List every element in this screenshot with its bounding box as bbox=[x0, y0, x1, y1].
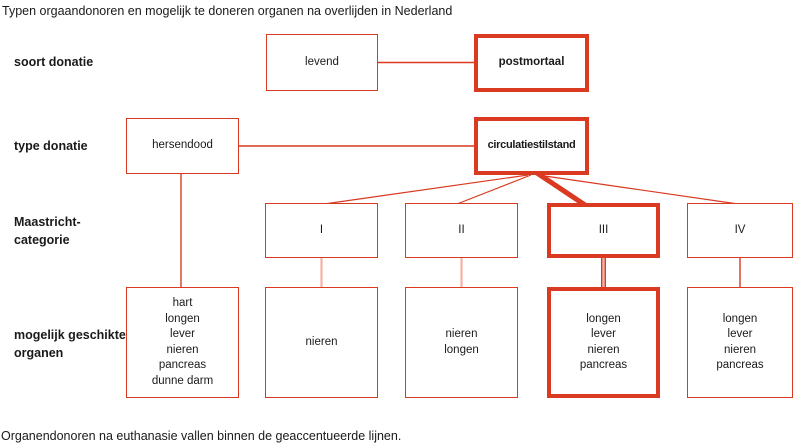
organ-list: longen lever nieren pancreas bbox=[716, 312, 763, 374]
node-category-i: I bbox=[265, 203, 378, 258]
node-organs-category-iii: longen lever nieren pancreas bbox=[547, 287, 660, 398]
organ-line: lever bbox=[170, 328, 195, 340]
node-organs-hersendood: hart longen lever nieren pancreas dunne … bbox=[126, 287, 239, 398]
node-label: circulatiestilstand bbox=[487, 139, 576, 152]
row-label-line: mogelijk geschikte bbox=[14, 328, 126, 342]
page-title: Typen orgaandonoren en mogelijk te doner… bbox=[2, 4, 453, 18]
connector-fan-to-cat-iv bbox=[537, 174, 739, 205]
organ-list: hart longen lever nieren pancreas dunne … bbox=[152, 296, 213, 389]
connector-fan-to-cat-i bbox=[323, 174, 529, 205]
organ-line: hart bbox=[172, 297, 193, 309]
organ-line: nieren bbox=[724, 343, 756, 356]
node-postmortaal: postmortaal bbox=[474, 34, 589, 92]
row-label-soort-donatie: soort donatie bbox=[14, 54, 93, 72]
organ-list: nieren bbox=[306, 335, 338, 351]
node-levend: levend bbox=[266, 34, 378, 91]
node-organs-category-i: nieren bbox=[265, 287, 378, 398]
node-category-iii: III bbox=[547, 203, 660, 258]
organ-line: longen bbox=[722, 312, 758, 325]
node-label: levend bbox=[305, 55, 339, 68]
node-hersendood: hersendood bbox=[126, 118, 239, 174]
organ-line: pancreas bbox=[579, 359, 628, 371]
row-label-line: type donatie bbox=[14, 139, 88, 153]
diagram-footnote: Organendonoren na euthanasie vallen binn… bbox=[1, 429, 402, 443]
organ-line: nieren bbox=[305, 335, 338, 348]
connector-fan-to-cat-iii bbox=[535, 170, 587, 208]
node-label: I bbox=[319, 223, 324, 236]
node-label: IV bbox=[734, 223, 746, 236]
organ-line: nieren bbox=[587, 343, 620, 356]
node-circulatiestilstand: circulatiestilstand bbox=[474, 117, 589, 175]
organ-line: dunne darm bbox=[151, 374, 214, 387]
organ-line: lever bbox=[727, 328, 753, 340]
row-label-line: soort donatie bbox=[14, 55, 94, 69]
node-label: hersendood bbox=[152, 139, 213, 152]
organ-list: nieren longen bbox=[444, 327, 479, 358]
organ-line: lever bbox=[591, 328, 616, 340]
organ-line: pancreas bbox=[158, 359, 207, 371]
row-label-line: Maastricht- bbox=[14, 215, 81, 229]
organ-line: pancreas bbox=[716, 359, 764, 371]
node-category-iv: IV bbox=[687, 203, 793, 258]
node-organs-category-iv: longen lever nieren pancreas bbox=[687, 287, 793, 398]
organ-line: longen bbox=[586, 312, 621, 325]
node-label: postmortaal bbox=[498, 56, 565, 69]
row-label-maastricht-categorie: Maastricht- categorie bbox=[14, 214, 81, 249]
connector-fan-to-cat-ii bbox=[456, 174, 532, 205]
row-label-line: organen bbox=[14, 345, 64, 360]
organ-line: longen bbox=[444, 343, 479, 356]
node-label: III bbox=[598, 223, 609, 236]
node-organs-category-ii: nieren longen bbox=[405, 287, 518, 398]
row-label-line: categorie bbox=[14, 232, 70, 247]
node-label: II bbox=[458, 223, 465, 236]
row-label-mogelijk-geschikte-organen: mogelijk geschikte organen bbox=[14, 327, 126, 362]
organ-list: longen lever nieren pancreas bbox=[580, 312, 627, 374]
organ-line: nieren bbox=[166, 343, 199, 356]
organ-line: nieren bbox=[445, 328, 478, 340]
row-label-type-donatie: type donatie bbox=[14, 138, 88, 156]
organ-line: longen bbox=[165, 312, 200, 325]
node-category-ii: II bbox=[405, 203, 518, 258]
